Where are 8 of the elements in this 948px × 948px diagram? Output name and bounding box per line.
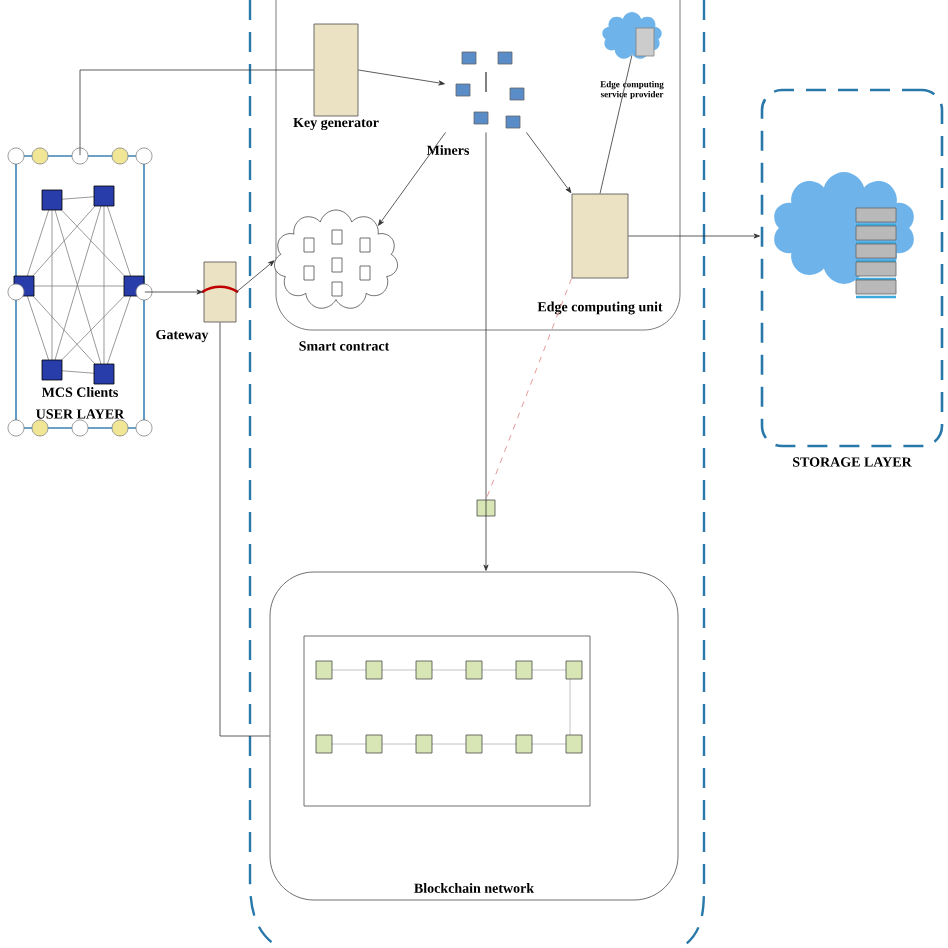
block-icon — [476, 499, 496, 517]
arrow — [526, 132, 572, 194]
arrow — [378, 132, 446, 226]
arrow — [628, 233, 760, 239]
arrow — [358, 69, 445, 86]
arrow — [483, 132, 489, 571]
arrow — [144, 289, 203, 295]
arrow — [236, 260, 275, 293]
